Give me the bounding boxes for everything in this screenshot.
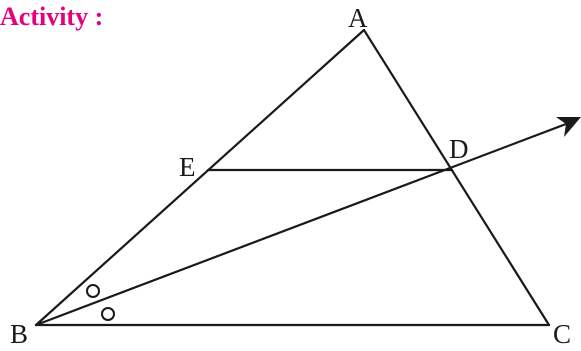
vertex-label-d: D [449, 134, 469, 164]
vertex-label-a: A [348, 3, 368, 33]
vertex-label-c: C [553, 319, 571, 349]
segment-ac [362, 28, 551, 327]
angle-mark-lower [101, 307, 115, 321]
vertex-label-e: E [179, 152, 196, 182]
arrowhead-icon [556, 117, 581, 137]
angle-mark-upper [86, 284, 100, 298]
activity-heading: Activity : [0, 2, 104, 31]
segment-ab [34, 28, 366, 327]
ray-bd [34, 122, 568, 327]
vertex-label-b: B [10, 319, 28, 349]
